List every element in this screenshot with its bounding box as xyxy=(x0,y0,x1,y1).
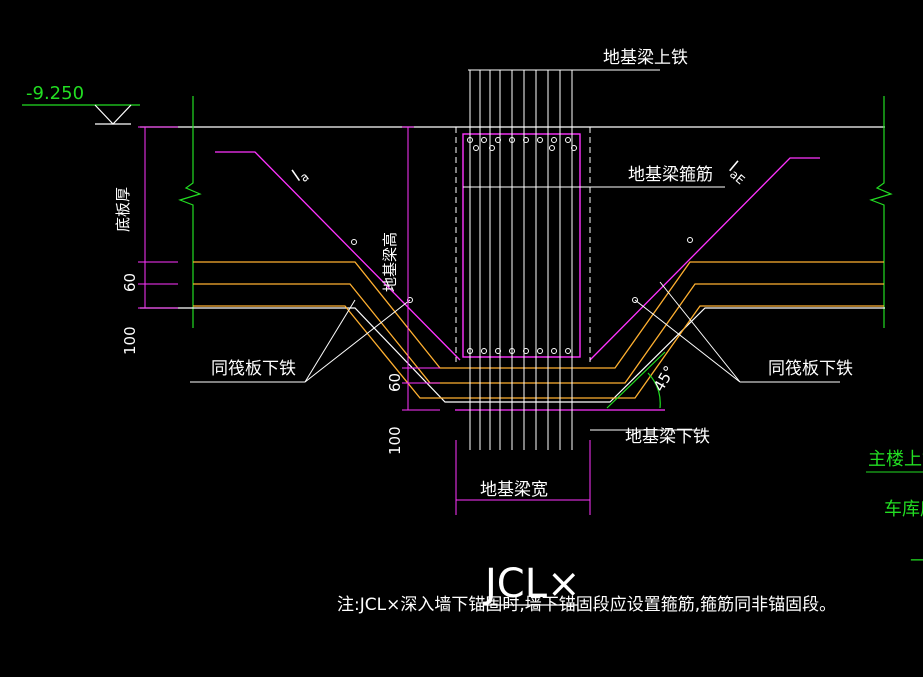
anchor-bars xyxy=(215,151,820,411)
anchor-right-label: laE xyxy=(723,158,752,187)
beam-side-lines xyxy=(455,127,591,362)
dim-center-100: 100 xyxy=(386,426,404,455)
beam-height-label: 地基梁高 xyxy=(381,232,399,292)
note-text: 注:JCL×深入墙下锚固时,墙下锚固段应设置箍筋,箍筋同非锚固段。 xyxy=(337,595,836,615)
beam-rebar-dots-top xyxy=(467,137,577,151)
anchor-left-label: la xyxy=(289,163,312,188)
anchor-bar-dots xyxy=(351,237,693,303)
angle-label: 45° xyxy=(650,363,679,395)
elevation-marker: -9.250 xyxy=(22,83,140,125)
side-text-3: — xyxy=(910,549,923,570)
leader-lines xyxy=(190,69,840,431)
slab-bottom-right-label: 同筏板下铁 xyxy=(768,359,853,379)
side-text-2: 车库底 xyxy=(884,499,923,520)
beam-top-rebar-label: 地基梁上铁 xyxy=(603,48,688,68)
elevation-value: -9.250 xyxy=(26,83,84,104)
slab-thickness-label: 底板厚 xyxy=(114,187,132,232)
dimension-lines xyxy=(138,126,591,515)
right-break-line xyxy=(869,96,893,328)
angle-marker: 45° xyxy=(606,351,679,409)
beam-bottom-rebar-label: 地基梁下铁 xyxy=(625,427,710,447)
dim-left-100: 100 xyxy=(121,326,139,355)
drawing-title: JCL× xyxy=(482,561,581,607)
beam-stirrup xyxy=(462,133,581,358)
pit-outline xyxy=(140,307,885,403)
dim-left-60: 60 xyxy=(121,273,139,292)
beam-width-label: 地基梁宽 xyxy=(480,480,548,500)
beam-rebar-dots-bottom xyxy=(467,348,571,354)
beam-stirrup-label: 地基梁箍筋 xyxy=(628,165,713,185)
left-break-line xyxy=(178,96,202,328)
dim-center-60: 60 xyxy=(386,373,404,392)
slab-bottom-left-label: 同筏板下铁 xyxy=(211,359,296,379)
beam-longitudinal-bars xyxy=(468,69,576,450)
slab-rebar-group xyxy=(193,261,884,399)
side-text-1: 主楼上铁 xyxy=(868,449,923,470)
